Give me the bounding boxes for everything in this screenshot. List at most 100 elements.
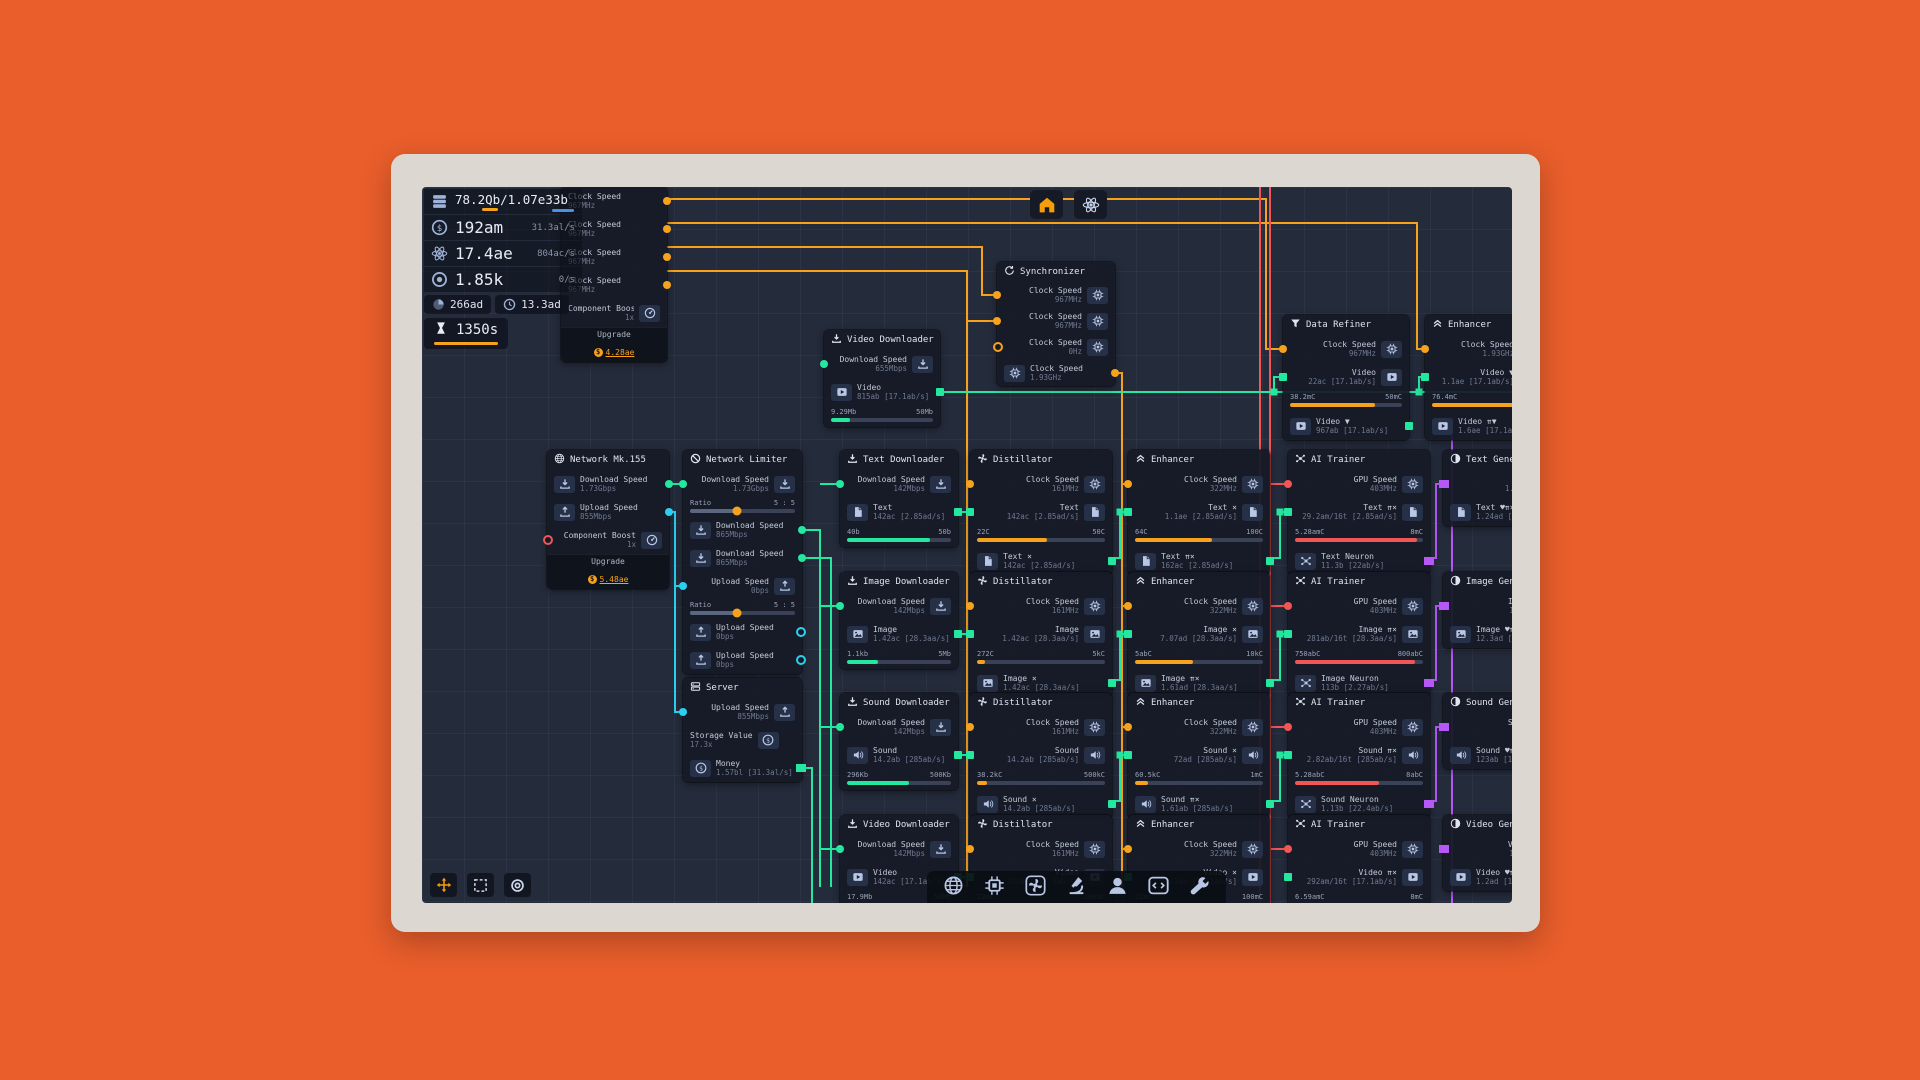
hacker-button[interactable] (1107, 875, 1128, 900)
node-video-generator[interactable]: Video GeneratorVideo1.2abVideo ♥⇈×1.2ad … (1439, 815, 1512, 891)
input-port[interactable] (993, 317, 1001, 325)
output-port[interactable] (1108, 679, 1116, 687)
output-port[interactable] (1424, 557, 1434, 565)
input-port[interactable] (679, 708, 687, 716)
output-port[interactable] (663, 197, 671, 205)
input-port[interactable] (543, 535, 553, 545)
node-text-generator[interactable]: Text GeneratorText1.24abText ♥⇈×1.24ad [… (1439, 450, 1512, 526)
node-graph-canvas[interactable]: 78.2Qb/1.07e33b $ 192am 31.3al/s 17.4ae … (422, 187, 1512, 903)
input-port[interactable] (1421, 345, 1429, 353)
input-port[interactable] (993, 291, 1001, 299)
output-port[interactable] (1266, 679, 1274, 687)
input-port[interactable] (1124, 508, 1132, 516)
home-button[interactable] (1030, 190, 1063, 219)
input-port[interactable] (1124, 630, 1132, 638)
input-port[interactable] (966, 602, 974, 610)
input-port[interactable] (1284, 508, 1292, 516)
workshop-button[interactable] (1189, 875, 1210, 900)
output-port[interactable] (954, 630, 962, 638)
input-port[interactable] (1124, 751, 1132, 759)
input-port[interactable] (1284, 602, 1292, 610)
output-port[interactable] (936, 388, 944, 396)
network-button[interactable] (943, 875, 964, 900)
node-image-generator[interactable]: Image GeneratorImage12.3tImage ♥⇈×12.3ad… (1439, 572, 1512, 648)
output-port[interactable] (1108, 557, 1116, 565)
output-port[interactable] (954, 508, 962, 516)
output-port[interactable] (796, 627, 806, 637)
focus-tool-button[interactable] (504, 873, 531, 897)
output-port[interactable] (665, 480, 673, 488)
output-port[interactable] (1266, 800, 1274, 808)
input-port[interactable] (966, 751, 974, 759)
input-port[interactable] (1124, 480, 1132, 488)
output-port[interactable] (954, 751, 962, 759)
output-port[interactable] (1111, 369, 1119, 377)
output-port[interactable] (1108, 800, 1116, 808)
input-port[interactable] (1284, 845, 1292, 853)
input-port[interactable] (836, 845, 844, 853)
input-port[interactable] (1284, 480, 1292, 488)
input-port[interactable] (1421, 373, 1429, 381)
input-port[interactable] (966, 630, 974, 638)
input-port[interactable] (993, 342, 1003, 352)
input-port[interactable] (1284, 630, 1292, 638)
output-port[interactable] (1424, 679, 1434, 687)
select-tool-button[interactable] (467, 873, 494, 897)
input-port[interactable] (836, 602, 844, 610)
input-port[interactable] (1284, 873, 1292, 881)
input-port[interactable] (1279, 345, 1287, 353)
output-port[interactable] (665, 508, 673, 516)
input-port[interactable] (1124, 602, 1132, 610)
input-port[interactable] (1439, 845, 1449, 853)
slider-knob[interactable] (732, 506, 742, 516)
input-port[interactable] (966, 480, 974, 488)
input-port[interactable] (1439, 602, 1449, 610)
output-port[interactable] (796, 764, 806, 772)
cooling-button[interactable] (1025, 874, 1046, 900)
output-port[interactable] (1405, 422, 1413, 430)
upgrade-button[interactable]: Upgrade$5.48ae (547, 554, 669, 589)
input-port[interactable] (966, 508, 974, 516)
node-sound-generator[interactable]: Sound GeneratorSound123bSound ♥⇈×123ab [… (1439, 693, 1512, 769)
input-port[interactable] (820, 360, 828, 368)
input-port[interactable] (1124, 723, 1132, 731)
upgrade-button[interactable]: Upgrade$4.28ae (561, 327, 667, 362)
output-port[interactable] (1424, 800, 1434, 808)
input-port[interactable] (1124, 845, 1132, 853)
output-port[interactable] (798, 526, 806, 534)
input-port[interactable] (966, 723, 974, 731)
output-port[interactable] (798, 554, 806, 562)
research-lab-button[interactable] (1066, 875, 1087, 900)
output-port[interactable] (1266, 557, 1274, 565)
input-port[interactable] (966, 845, 974, 853)
input-port[interactable] (679, 480, 687, 488)
input-port[interactable] (679, 582, 687, 590)
move-tool-button[interactable] (430, 873, 457, 897)
slider-knob[interactable] (732, 608, 742, 618)
input-port[interactable] (1284, 751, 1292, 759)
input-port[interactable] (1439, 723, 1449, 731)
input-port[interactable] (1439, 480, 1449, 488)
software-button[interactable] (1148, 875, 1169, 900)
output-port[interactable] (663, 281, 671, 289)
output-port[interactable] (663, 225, 671, 233)
input-port[interactable] (836, 723, 844, 731)
